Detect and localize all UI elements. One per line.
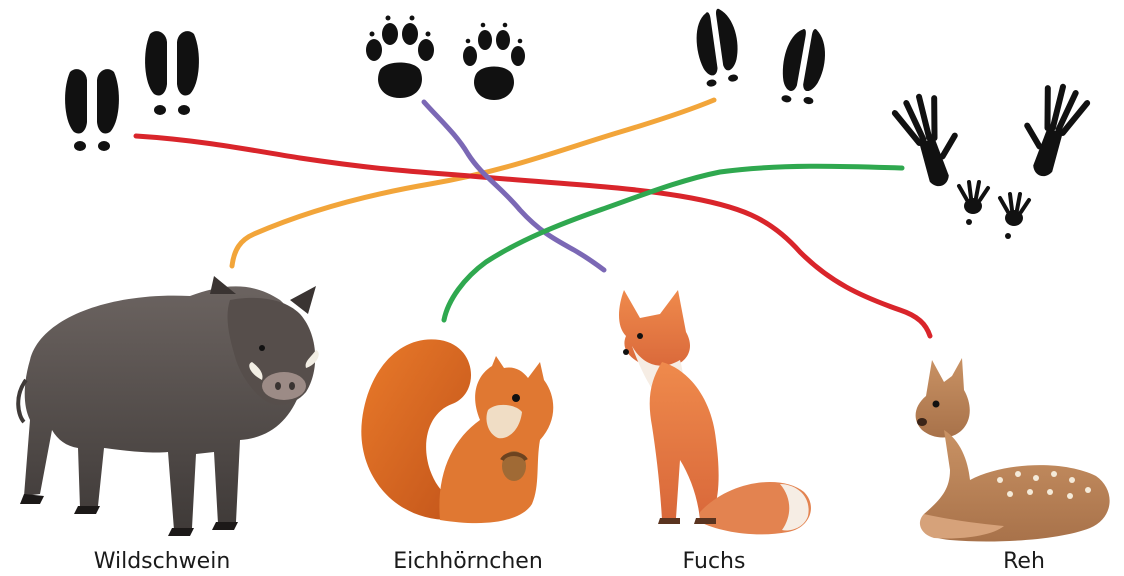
boar-illustration	[16, 276, 319, 536]
connection-line-purple	[421, 99, 607, 273]
squirrel-print-icon	[891, 83, 1091, 239]
squirrel-illustration	[361, 339, 554, 524]
connection-line-green	[441, 163, 905, 323]
animal-label-eichhoernchen: Eichhörnchen	[393, 549, 543, 574]
animal-label-fuchs: Fuchs	[682, 549, 746, 574]
connection-line-red	[133, 133, 933, 339]
deer-fawn-illustration	[915, 358, 1110, 542]
connection-line-orange	[229, 97, 717, 269]
cloven-hoof-print-icon	[65, 31, 199, 151]
connection-lines	[133, 97, 933, 339]
animal-label-wildschwein: Wildschwein	[93, 549, 231, 574]
paw-print-icon	[366, 15, 525, 100]
fox-illustration	[619, 290, 811, 535]
slender-hoof-print-icon	[696, 8, 826, 105]
animal-label-reh: Reh	[1003, 549, 1045, 574]
